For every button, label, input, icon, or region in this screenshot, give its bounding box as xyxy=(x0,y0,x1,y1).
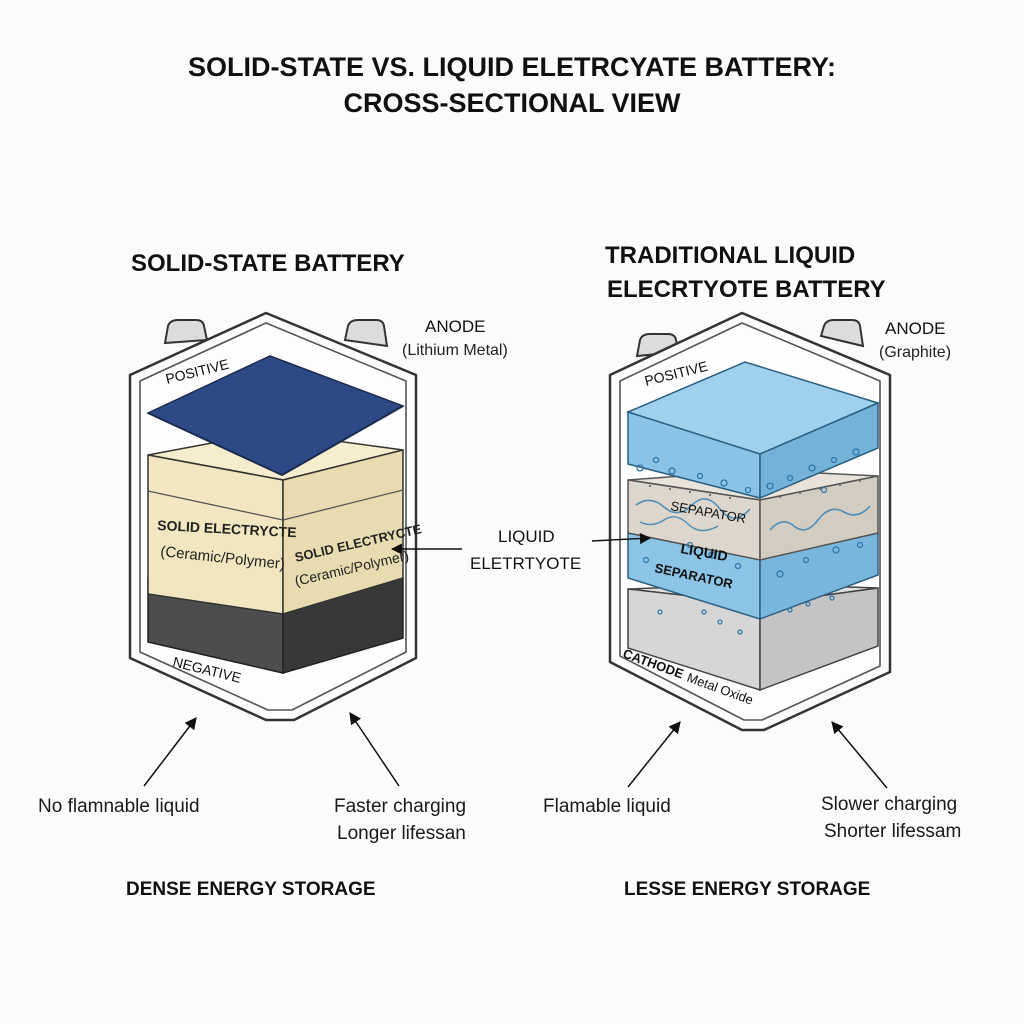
solid-battery-right-terminal xyxy=(343,319,389,348)
electrolyte-bubbles xyxy=(636,448,864,635)
liquid-note-shorter-lifespan: Shorter lifessam xyxy=(824,821,962,842)
cathode-block-side xyxy=(759,587,879,692)
liquid-battery: POSITIVE SEPAPATOR LIQUID SEPARATOR CATH… xyxy=(608,311,892,732)
solid-electrolyte-front-label: SOLID ELECTRYCTE xyxy=(157,517,297,540)
liquid-anode-label: ANODE xyxy=(885,319,946,338)
solid-note-longer-lifespan: Longer lifessan xyxy=(337,823,466,844)
solid-electrolyte-side xyxy=(282,449,404,616)
solid-note-faster-charging: Faster charging xyxy=(334,796,467,817)
liquid-battery-right-terminal xyxy=(819,319,865,348)
no-flammable-arrow xyxy=(143,717,197,787)
liquid-electrolyte-label-line1: LIQUID xyxy=(498,527,555,546)
slower-charging-arrow xyxy=(831,721,888,789)
anode-block-side xyxy=(759,401,879,500)
diagram-title-line1: SOLID-STATE VS. LIQUID ELETRCYATE BATTER… xyxy=(187,52,836,82)
liquid-note-slower-charging: Slower charging xyxy=(821,794,958,815)
liquid-anode-material: (Graphite) xyxy=(879,344,952,361)
flamable-liquid-arrow xyxy=(627,721,681,788)
solid-anode-label: ANODE xyxy=(425,317,486,336)
liquid-electrolyte-label-line2: ELETRTYOTE xyxy=(470,554,582,573)
diagram-title-line2: CROSS-SECTIONAL VIEW xyxy=(343,88,681,118)
liquid-battery-heading-line1: TRADITIONAL LIQUID xyxy=(605,242,856,269)
liquid-summary: LESSE ENERGY STORAGE xyxy=(624,879,871,900)
liquid-electrolyte-pointer-right xyxy=(591,532,652,545)
solid-battery-left-terminal xyxy=(163,319,209,345)
solid-battery: SOLID ELECTRYCTE (Ceramic/Polymer) SOLID… xyxy=(128,311,423,722)
separator-dots xyxy=(648,479,862,500)
solid-summary: DENSE ENERGY STORAGE xyxy=(126,879,376,900)
solid-battery-heading: SOLID-STATE BATTERY xyxy=(131,250,405,277)
faster-charging-arrow xyxy=(349,712,400,787)
solid-anode-material: (Lithium Metal) xyxy=(402,342,508,359)
liquid-note-flammable: Flamable liquid xyxy=(543,796,671,817)
liquid-battery-heading-line2: ELECRTYOTE BATTERY xyxy=(607,276,886,303)
solid-note-no-flammable: No flamnable liquid xyxy=(38,796,200,817)
